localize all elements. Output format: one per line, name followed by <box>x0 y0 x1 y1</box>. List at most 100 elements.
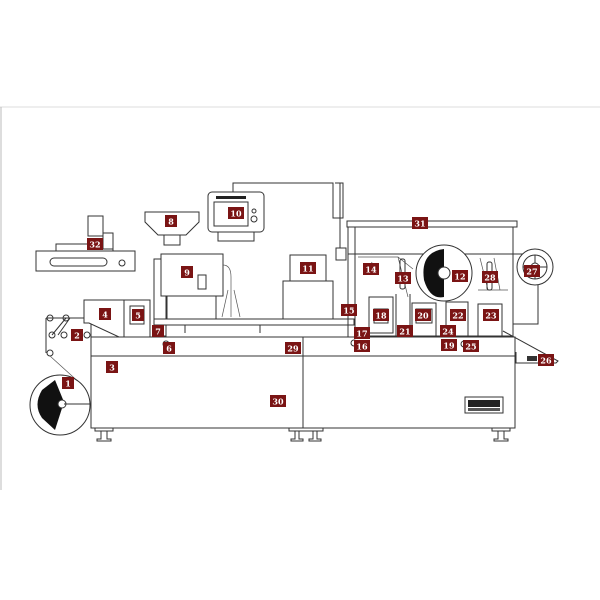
callout-label-text: 28 <box>484 273 496 283</box>
callout-label-box <box>482 271 498 283</box>
callout-label-17: 17 <box>354 327 370 339</box>
callout-label-box <box>228 207 244 219</box>
callout-label-text: 8 <box>168 217 174 227</box>
callout-label-box <box>415 309 431 321</box>
callout-label-26: 26 <box>538 354 554 366</box>
callout-label-text: 27 <box>526 267 537 277</box>
callout-label-text: 25 <box>465 342 476 352</box>
callout-label-box <box>354 327 370 339</box>
callout-label-box <box>373 309 389 321</box>
callout-label-text: 22 <box>452 311 463 321</box>
callout-label-21: 21 <box>397 325 413 337</box>
callout-label-4: 4 <box>99 308 111 320</box>
callout-label-text: 10 <box>230 209 242 219</box>
machine-base <box>90 336 516 442</box>
callout-label-text: 15 <box>343 306 354 316</box>
callout-label-box <box>165 215 177 227</box>
callout-label-14: 14 <box>363 263 379 275</box>
callout-label-text: 20 <box>417 311 429 321</box>
callout-label-text: 2 <box>74 331 80 341</box>
callout-label-9: 9 <box>181 266 193 278</box>
callout-label-box <box>452 270 468 282</box>
callout-label-29: 29 <box>285 342 301 354</box>
callout-label-box <box>450 309 466 321</box>
callout-label-box <box>354 340 370 352</box>
callout-label-27: 27 <box>524 265 540 277</box>
callout-label-30: 30 <box>270 395 286 407</box>
callout-label-20: 20 <box>415 309 431 321</box>
callout-label-text: 13 <box>397 274 409 284</box>
callout-label-text: 21 <box>399 327 410 337</box>
callout-label-15: 15 <box>341 304 357 316</box>
callout-label-box <box>397 325 413 337</box>
callout-label-24: 24 <box>440 325 456 337</box>
callout-label-6: 6 <box>163 342 175 354</box>
callout-label-text: 30 <box>272 397 284 407</box>
callout-label-text: 3 <box>109 363 115 373</box>
callout-label-box <box>538 354 554 366</box>
callout-label-box <box>270 395 286 407</box>
callout-label-box <box>483 309 499 321</box>
callout-label-text: 31 <box>414 219 425 229</box>
callout-label-box <box>62 377 74 389</box>
callout-label-25: 25 <box>463 340 479 352</box>
upper-feeder-unit <box>35 215 136 272</box>
callout-label-text: 9 <box>184 268 190 278</box>
callout-label-5: 5 <box>132 309 144 321</box>
callout-label-text: 4 <box>102 310 108 320</box>
callout-label-19: 19 <box>441 339 457 351</box>
callout-label-32: 32 <box>87 238 103 250</box>
callout-label-text: 12 <box>454 272 465 282</box>
callout-label-box <box>87 238 103 250</box>
callout-label-box <box>163 342 175 354</box>
callout-label-box <box>152 325 164 337</box>
callout-label-23: 23 <box>483 309 499 321</box>
callout-label-box <box>181 266 193 278</box>
callout-label-box <box>99 308 111 320</box>
callout-label-12: 12 <box>452 270 468 282</box>
callout-label-text: 19 <box>443 341 455 351</box>
callout-label-box <box>71 329 83 341</box>
callout-label-7: 7 <box>152 325 164 337</box>
callout-label-2: 2 <box>71 329 83 341</box>
callout-label-13: 13 <box>395 272 411 284</box>
callout-label-text: 17 <box>356 329 367 339</box>
callout-label-1: 1 <box>62 377 74 389</box>
callout-label-3: 3 <box>106 361 118 373</box>
callout-label-28: 28 <box>482 271 498 283</box>
touch-screen-pipe <box>207 182 347 261</box>
callout-label-box <box>341 304 357 316</box>
callout-label-text: 32 <box>89 240 100 250</box>
callout-label-16: 16 <box>354 340 370 352</box>
callout-label-text: 11 <box>302 264 313 274</box>
callout-label-text: 6 <box>166 344 172 354</box>
callout-label-18: 18 <box>373 309 389 321</box>
callout-label-box <box>524 265 540 277</box>
callout-label-box <box>363 263 379 275</box>
callout-label-text: 24 <box>442 327 454 337</box>
callout-label-22: 22 <box>450 309 466 321</box>
callout-label-text: 29 <box>287 344 299 354</box>
callout-label-11: 11 <box>300 262 316 274</box>
control-cabinet <box>282 254 334 320</box>
callout-label-text: 23 <box>485 311 497 321</box>
callout-label-box <box>441 339 457 351</box>
callout-label-box <box>300 262 316 274</box>
callout-label-box <box>285 342 301 354</box>
callout-label-text: 16 <box>356 342 368 352</box>
callout-label-text: 7 <box>155 327 161 337</box>
callout-label-box <box>132 309 144 321</box>
callout-label-text: 1 <box>65 379 71 389</box>
callout-label-text: 18 <box>375 311 387 321</box>
callout-label-box <box>412 217 428 229</box>
callout-label-box <box>106 361 118 373</box>
callout-label-31: 31 <box>412 217 428 229</box>
callout-label-8: 8 <box>165 215 177 227</box>
callout-label-box <box>463 340 479 352</box>
callout-label-box <box>395 272 411 284</box>
callout-label-text: 14 <box>365 265 377 275</box>
callout-label-text: 26 <box>540 356 552 366</box>
